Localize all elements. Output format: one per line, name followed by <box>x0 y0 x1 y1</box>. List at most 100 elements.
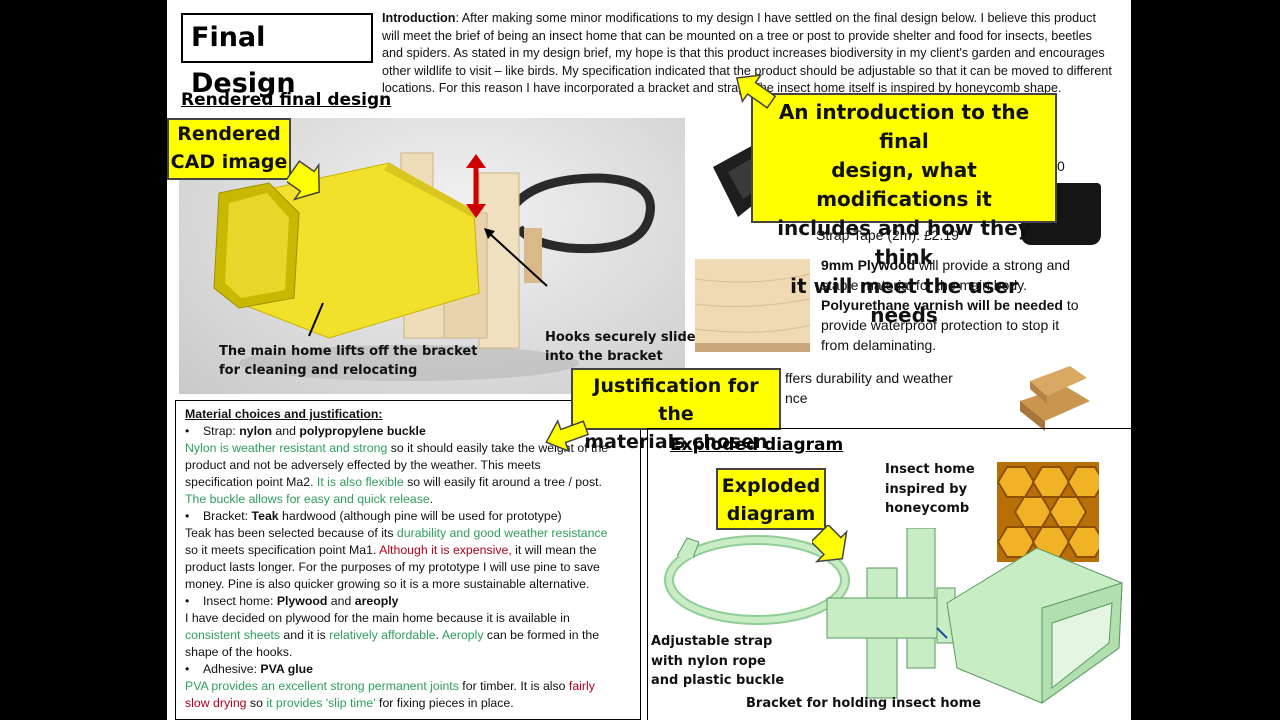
materials-justification-box: Material choices and justification: • St… <box>175 400 641 720</box>
mat-bold: polypropylene buckle <box>299 424 426 438</box>
mat-text: Insect home: <box>202 594 277 608</box>
mat-green: It is also flexible <box>316 475 404 489</box>
mat-green: consistent sheets <box>185 628 281 642</box>
callout-line: materials chosen <box>584 431 768 453</box>
teak-wood-icon <box>1020 366 1090 431</box>
mat-text: it will mean the <box>511 543 597 557</box>
mat-bold: Plywood <box>276 594 328 608</box>
materials-adhesive-title: • Adhesive: PVA glue <box>185 661 640 678</box>
callout-introduction: An introduction to the final design, wha… <box>751 93 1057 327</box>
mat-green: it provides 'slip time' <box>266 696 376 710</box>
mat-bold: Teak <box>251 509 279 523</box>
mat-text: Strap: <box>202 424 240 438</box>
callout-arrow-icon <box>545 419 590 453</box>
mat-text: and <box>272 424 300 438</box>
exploded-heading: Exploded diagram <box>670 435 844 455</box>
callout-line: it will meet the user needs <box>790 274 1018 327</box>
slide: Final Design Introduction: After making … <box>167 0 1131 720</box>
mat-text: can be formed in the <box>483 628 600 642</box>
mat-green: durability and good weather resistance <box>396 526 608 540</box>
plywood-line: Polyurethane varnish will be needed to <box>821 295 1079 315</box>
mat-text: . <box>435 628 442 642</box>
mat-text: so <box>246 696 267 710</box>
bracket-label: Bracket for holding insect home <box>746 696 981 711</box>
rendered-heading: Rendered final design <box>181 90 392 110</box>
caption-line: into the bracket <box>545 349 663 364</box>
mat-bold: PVA glue <box>260 662 314 676</box>
materials-line: consistent sheets and it is relatively a… <box>185 627 640 644</box>
mat-text: specification point Ma2. <box>185 475 317 489</box>
price-partial: 0 <box>1057 158 1065 174</box>
honeycomb-icon <box>997 462 1099 562</box>
teak-text: ffers durability and weather nce <box>785 368 953 408</box>
mat-bold: nylon <box>239 424 273 438</box>
teak-photo <box>1015 356 1093 431</box>
plywood-line: stable material for the main body. <box>821 277 1027 293</box>
page-title: Final Design <box>181 13 373 99</box>
mat-green: PVA provides an excellent strong permane… <box>185 679 459 693</box>
strap-label: Adjustable strap with nylon rope and pla… <box>651 632 784 691</box>
insect-home-label: Insect home inspired by honeycomb <box>885 460 975 519</box>
plywood-line: provide waterproof protection to stop it <box>821 317 1060 333</box>
caption-line: The main home lifts off the bracket <box>219 344 478 359</box>
mat-bold: areoply <box>354 594 399 608</box>
bullet: • <box>185 662 190 676</box>
label-line: Insect home <box>885 462 975 477</box>
label-line: Adjustable strap <box>651 634 773 649</box>
callout-arrow-icon <box>812 525 848 563</box>
materials-line: product lasts longer. For the purposes o… <box>185 560 600 574</box>
plywood-justification: 9mm Plywood will provide a strong and st… <box>821 255 1079 355</box>
intro-body: : After making some minor modifications … <box>382 11 1112 96</box>
callout-justification: Justification for the materials chosen <box>571 368 781 453</box>
mat-text: Teak has been selected because of its <box>185 526 397 540</box>
plywood-line: from delaminating. <box>821 337 937 353</box>
callout-line: Exploded <box>721 475 821 497</box>
materials-bracket-title: • Bracket: Teak hardwood (although pine … <box>185 508 640 525</box>
materials-line: slow drying so it provides 'slip time' f… <box>185 695 640 712</box>
callout-line: includes and how they think <box>777 216 1031 269</box>
materials-line: Teak has been selected because of its du… <box>185 525 640 542</box>
plywood-line: 9mm Plywood will provide a strong and <box>821 255 1079 275</box>
plywood-bold: 9mm Plywood <box>821 257 916 273</box>
insect-home-render <box>213 152 655 381</box>
materials-line: so it meets specification point Ma1. Alt… <box>185 542 640 559</box>
mat-green: Aeroply <box>441 628 484 642</box>
exploded-model <box>664 528 1123 704</box>
materials-line: money. Pine is also quicker growing so i… <box>185 577 590 591</box>
mat-green: The buckle allows for easy and quick rel… <box>185 492 430 506</box>
caption-line: Hooks securely slide <box>545 330 696 345</box>
materials-line: The buckle allows for easy and quick rel… <box>185 491 640 508</box>
mat-text: and it is <box>280 628 330 642</box>
introduction-text: Introduction: After making some minor mo… <box>382 10 1112 98</box>
bullet: • <box>185 424 190 438</box>
label-line: and plastic buckle <box>651 673 785 688</box>
mat-text: so it meets specification point Ma1. <box>185 543 380 557</box>
cad-caption-lift: The main home lifts off the bracket for … <box>219 342 477 380</box>
callout-arrow-icon <box>287 160 320 201</box>
plywood-text: to <box>1062 297 1079 313</box>
plywood-text: will provide a strong and <box>915 257 1071 273</box>
caption-line: for cleaning and relocating <box>219 363 418 378</box>
label-line: with nylon rope <box>651 653 766 669</box>
label-line: inspired by <box>885 481 968 497</box>
mat-text: so will easily fit around a tree / post. <box>403 475 602 489</box>
mat-text: for fixing pieces in place. <box>375 696 514 710</box>
teak-line: ffers durability and weather <box>785 370 953 386</box>
mat-red: slow drying <box>185 696 247 710</box>
mat-text: for timber. It is also <box>458 679 569 693</box>
materials-heading: Material choices and justification: <box>185 407 383 421</box>
exploded-section <box>647 428 1131 720</box>
strap-tape-price: Strap Tape (2m): £2.19 <box>816 227 959 243</box>
callout-arrow-icon <box>735 74 777 109</box>
mat-green: relatively affordable <box>329 628 436 642</box>
plywood-bold: Polyurethane varnish will be needed <box>821 297 1063 313</box>
mat-text: . <box>429 492 434 506</box>
materials-line: specification point Ma2. It is also flex… <box>185 474 640 491</box>
callout-cad-image: Rendered CAD image <box>167 118 291 180</box>
callout-line: Rendered <box>177 123 281 145</box>
label-line: honeycomb <box>885 501 970 516</box>
materials-line: I have decided on plywood for the main h… <box>185 611 570 625</box>
callout-line: Justification for the <box>593 375 759 425</box>
plywood-icon <box>694 259 811 352</box>
cad-caption-hooks: Hooks securely slide into the bracket <box>545 328 696 366</box>
